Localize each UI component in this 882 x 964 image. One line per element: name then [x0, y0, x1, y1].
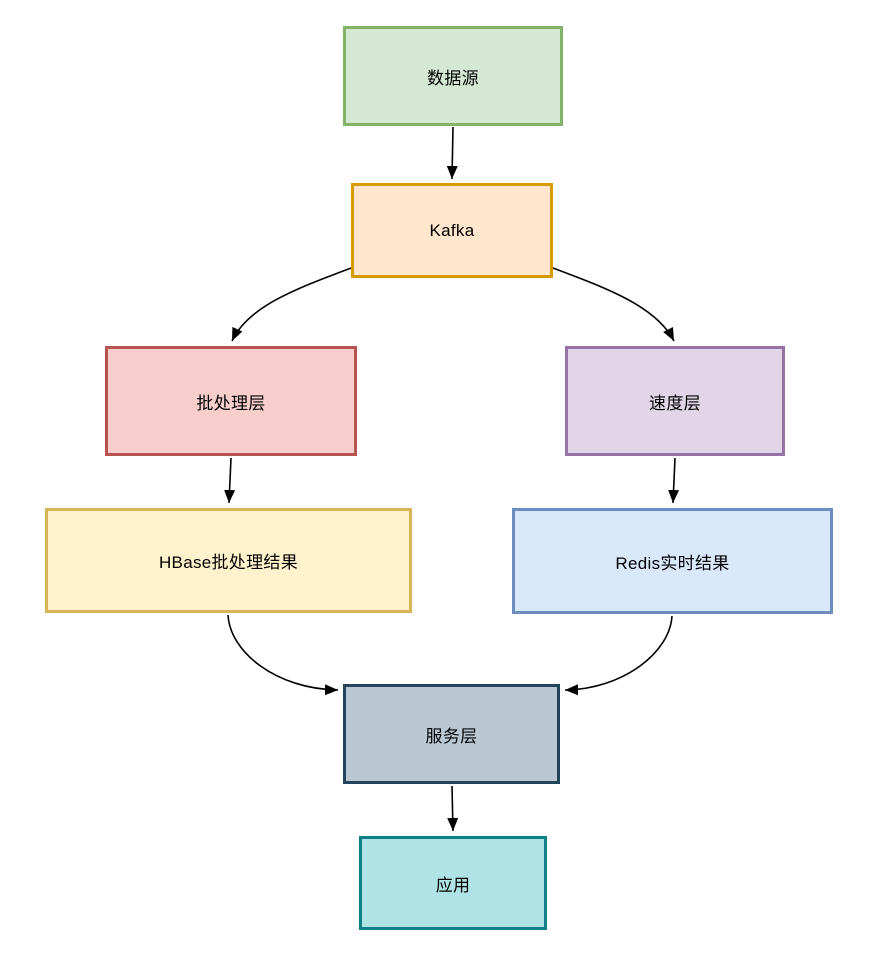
- node-kafka: Kafka: [351, 183, 553, 278]
- node-data-source: 数据源: [343, 26, 563, 126]
- node-hbase-batch-results: HBase批处理结果: [45, 508, 412, 613]
- node-batch-layer: 批处理层: [105, 346, 357, 456]
- edge-batch-layer-to-hbase: [224, 457, 236, 504]
- node-application: 应用: [359, 836, 547, 930]
- node-redis-realtime-results: Redis实时结果: [512, 508, 833, 614]
- edge-kafka-to-batch-layer: [231, 267, 352, 342]
- edge-hbase-to-serving-layer: [227, 614, 339, 696]
- node-application-label: 应用: [435, 875, 471, 895]
- node-data-source-label: 数据源: [427, 68, 479, 88]
- node-speed-layer-label: 速度层: [649, 393, 701, 413]
- node-batch-layer-label: 批处理层: [196, 393, 266, 413]
- node-redis-realtime-results-label: Redis实时结果: [615, 553, 730, 573]
- edge-redis-to-serving-layer: [564, 615, 673, 696]
- node-serving-layer: 服务层: [343, 684, 560, 784]
- node-kafka-label: Kafka: [429, 220, 475, 240]
- edge-kafka-to-speed-layer: [552, 267, 675, 342]
- edge-speed-layer-to-redis: [668, 457, 680, 504]
- node-hbase-batch-results-label: HBase批处理结果: [158, 553, 299, 572]
- node-speed-layer: 速度层: [565, 346, 785, 456]
- node-serving-layer-label: 服务层: [425, 726, 478, 746]
- edge-data-source-to-kafka: [446, 126, 458, 180]
- edge-serving-layer-to-application: [447, 785, 459, 832]
